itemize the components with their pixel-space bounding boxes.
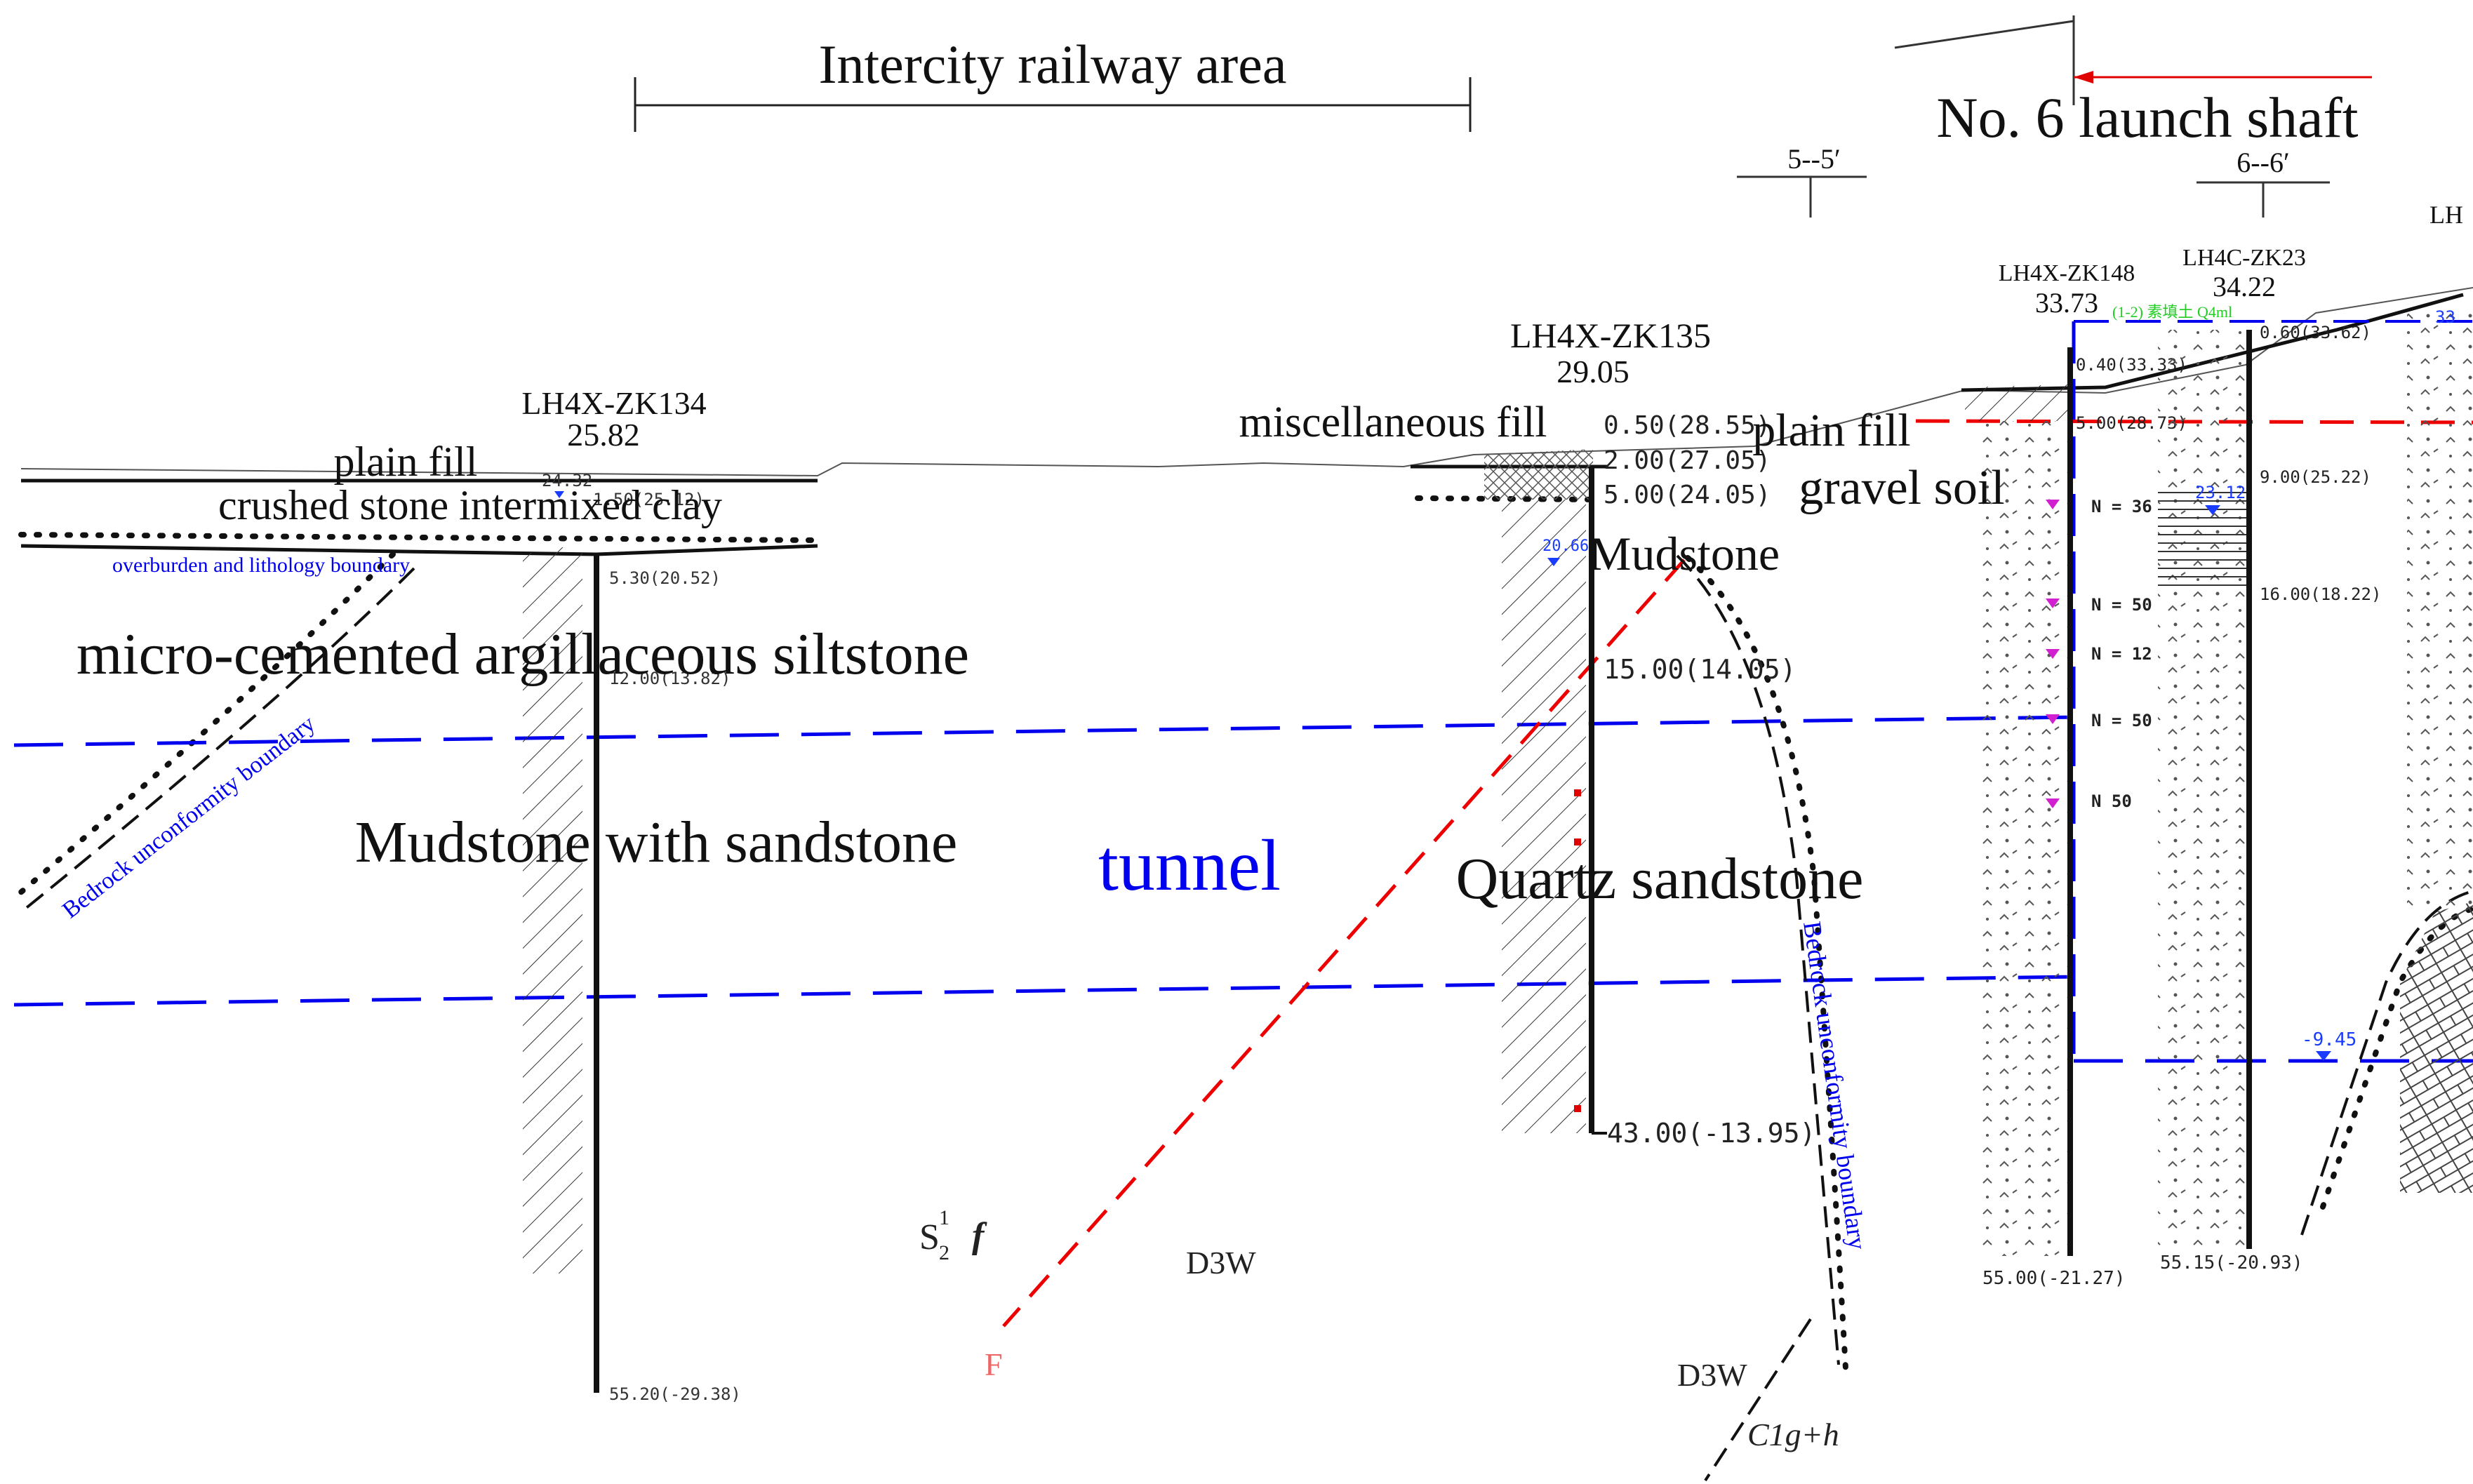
- zk135-water-level: 20.66: [1542, 537, 1589, 555]
- sample-marker: [1574, 1105, 1581, 1112]
- zk23-id: LH4C-ZK23: [2182, 245, 2306, 271]
- zk23-elevation: 34.22: [2213, 271, 2276, 302]
- far-right-water-level: -9.45: [2302, 1029, 2357, 1050]
- spt-icon: [2046, 714, 2060, 724]
- spt-value: N = 12: [2091, 644, 2152, 664]
- spt-icon: [2046, 599, 2060, 608]
- zk134-depth-2: 5.30(20.52): [609, 568, 721, 588]
- label-plain-fill-right: plain fill: [1752, 405, 1910, 456]
- far-right-gravel: [2407, 309, 2473, 912]
- spt-value: N 50: [2091, 791, 2132, 811]
- spt-icon: [2046, 649, 2060, 659]
- zk134-depth-0: 24.32: [542, 471, 592, 490]
- overburden-dotted-line: [18, 532, 820, 543]
- sample-marker: [1574, 789, 1581, 796]
- section-5-label: 5--5′: [1787, 143, 1840, 175]
- label-quartz-sandstone: Quartz sandstone: [1456, 846, 1864, 911]
- label-misc-fill: miscellaneous fill: [1239, 399, 1547, 446]
- borehole-zk134: LH4X-ZK134 25.82 24.32 1.50(25.12) 5.30(…: [521, 385, 740, 1404]
- code-c1gh: C1g+h: [1747, 1417, 1839, 1452]
- zk23-depth-3: 55.15(-20.93): [2160, 1252, 2303, 1274]
- railway-area-dimension: Intercity railway area: [634, 34, 1472, 132]
- zk135-depth-1: 2.00(27.05): [1604, 446, 1771, 475]
- spt-markers: [2046, 500, 2060, 808]
- overburden-dotted-line-mid: [1415, 495, 1599, 502]
- label-mudstone: Mudstone: [1589, 527, 1780, 580]
- zk135-depth-4: 43.00(-13.95): [1607, 1118, 1815, 1149]
- water-level-icon: [2316, 1051, 2331, 1061]
- zk23-water-level: 23.12: [2195, 483, 2246, 502]
- zk148-elevation: 33.73: [2035, 287, 2098, 319]
- zk134-depth-4: 55.20(-29.38): [609, 1384, 741, 1404]
- bedrock-boundary-left-dotted: [11, 552, 396, 901]
- fault-line: [1002, 559, 1686, 1328]
- water-level-icon: [2205, 505, 2220, 515]
- zk134-depth-1: 1.50(25.12): [593, 490, 705, 509]
- arrow-left-icon: [2074, 71, 2093, 83]
- bedrock-boundary-right-dotted: [1685, 555, 1848, 1371]
- zk135-depth-3: 15.00(14.05): [1604, 654, 1797, 685]
- far-right-bedrock: [2400, 902, 2473, 1193]
- borehole-zk135: LH4X-ZK135 29.05 0.50(28.55) 2.00(27.05)…: [1484, 316, 1815, 1149]
- code-s2f-f: f: [972, 1216, 987, 1256]
- zk134-elevation: 25.82: [567, 417, 640, 453]
- zk23-depth-2: 16.00(18.22): [2260, 584, 2381, 604]
- section-6-label: 6--6′: [2237, 147, 2289, 178]
- launch-shaft-marker: No. 6 launch shaft: [1894, 15, 2372, 149]
- label-gravel-soil: gravel soil: [1799, 461, 2005, 515]
- zk135-depth-0: 0.50(28.55): [1604, 411, 1771, 440]
- label-crushed-stone: crushed stone intermixed clay: [218, 482, 722, 528]
- edge-value: 33: [2435, 307, 2455, 327]
- bedrock-boundary-left-dashed: [20, 567, 415, 914]
- tunnel-bottom-line: [13, 975, 2078, 1007]
- section-mark-5: 5--5′: [1737, 143, 1867, 218]
- code-s2f-sub: 2: [939, 1241, 949, 1264]
- sample-marker: [1574, 838, 1581, 845]
- zk148-depth-2: 55.00(-21.27): [1982, 1268, 2126, 1289]
- code-s2f-sup: 1: [939, 1206, 949, 1229]
- borehole-zk23: LH4C-ZK23 34.22 (1-2) 素填土 Q4ml 0.60(33.6…: [2112, 245, 2381, 1274]
- zk135-elevation: 29.05: [1557, 354, 1629, 389]
- label-mudstone-sandstone: Mudstone with sandstone: [355, 810, 958, 875]
- shaft-label: No. 6 launch shaft: [1936, 86, 2358, 149]
- railway-area-label: Intercity railway area: [819, 34, 1287, 95]
- edge-label: LH: [2429, 201, 2463, 229]
- label-tunnel: tunnel: [1098, 825, 1281, 906]
- spt-icon: [2046, 798, 2060, 808]
- zk134-id: LH4X-ZK134: [521, 385, 706, 421]
- zk134-depth-3: 12.00(13.82): [609, 669, 731, 688]
- zk23-fill-tag: (1-2) 素填土 Q4ml: [2112, 303, 2232, 321]
- borehole-zk148: LH4X-ZK148 33.73 0.40(33.33) 5.00(28.73)…: [1965, 260, 2187, 1289]
- spt-value: N = 50: [2091, 595, 2152, 615]
- spt-icon: [2046, 500, 2060, 509]
- label-overburden-boundary: overburden and lithology boundary: [112, 554, 410, 577]
- zk135-id: LH4X-ZK135: [1510, 316, 1711, 355]
- code-d3w-2: D3W: [1677, 1357, 1747, 1393]
- spt-value: N = 36: [2091, 497, 2152, 516]
- zk23-depth-0: 0.60(33.62): [2260, 323, 2371, 342]
- water-level-icon: [554, 491, 564, 498]
- label-plain-fill-left: plain fill: [334, 439, 478, 485]
- bedrock-boundary-right-dashed: [1676, 554, 1840, 1365]
- zk148-id: LH4X-ZK148: [1999, 260, 2135, 286]
- code-d3w-1: D3W: [1186, 1245, 1256, 1281]
- code-s2f: S 1 2 f: [919, 1206, 987, 1264]
- code-s2f-base: S: [919, 1217, 940, 1257]
- zk135-depth-2: 5.00(24.05): [1604, 481, 1771, 509]
- spt-value: N = 50: [2091, 711, 2152, 730]
- section-mark-6: 6--6′: [2197, 147, 2330, 218]
- tunnel-top-line: [13, 715, 2078, 747]
- code-fault: F: [985, 1346, 1003, 1382]
- label-siltstone: micro-cemented argillaceous siltstone: [76, 622, 969, 687]
- bedrock-boundary-lower-dashed: [1704, 1318, 1812, 1482]
- zk23-depth-1: 9.00(25.22): [2260, 467, 2371, 487]
- water-level-icon: [1547, 558, 1560, 566]
